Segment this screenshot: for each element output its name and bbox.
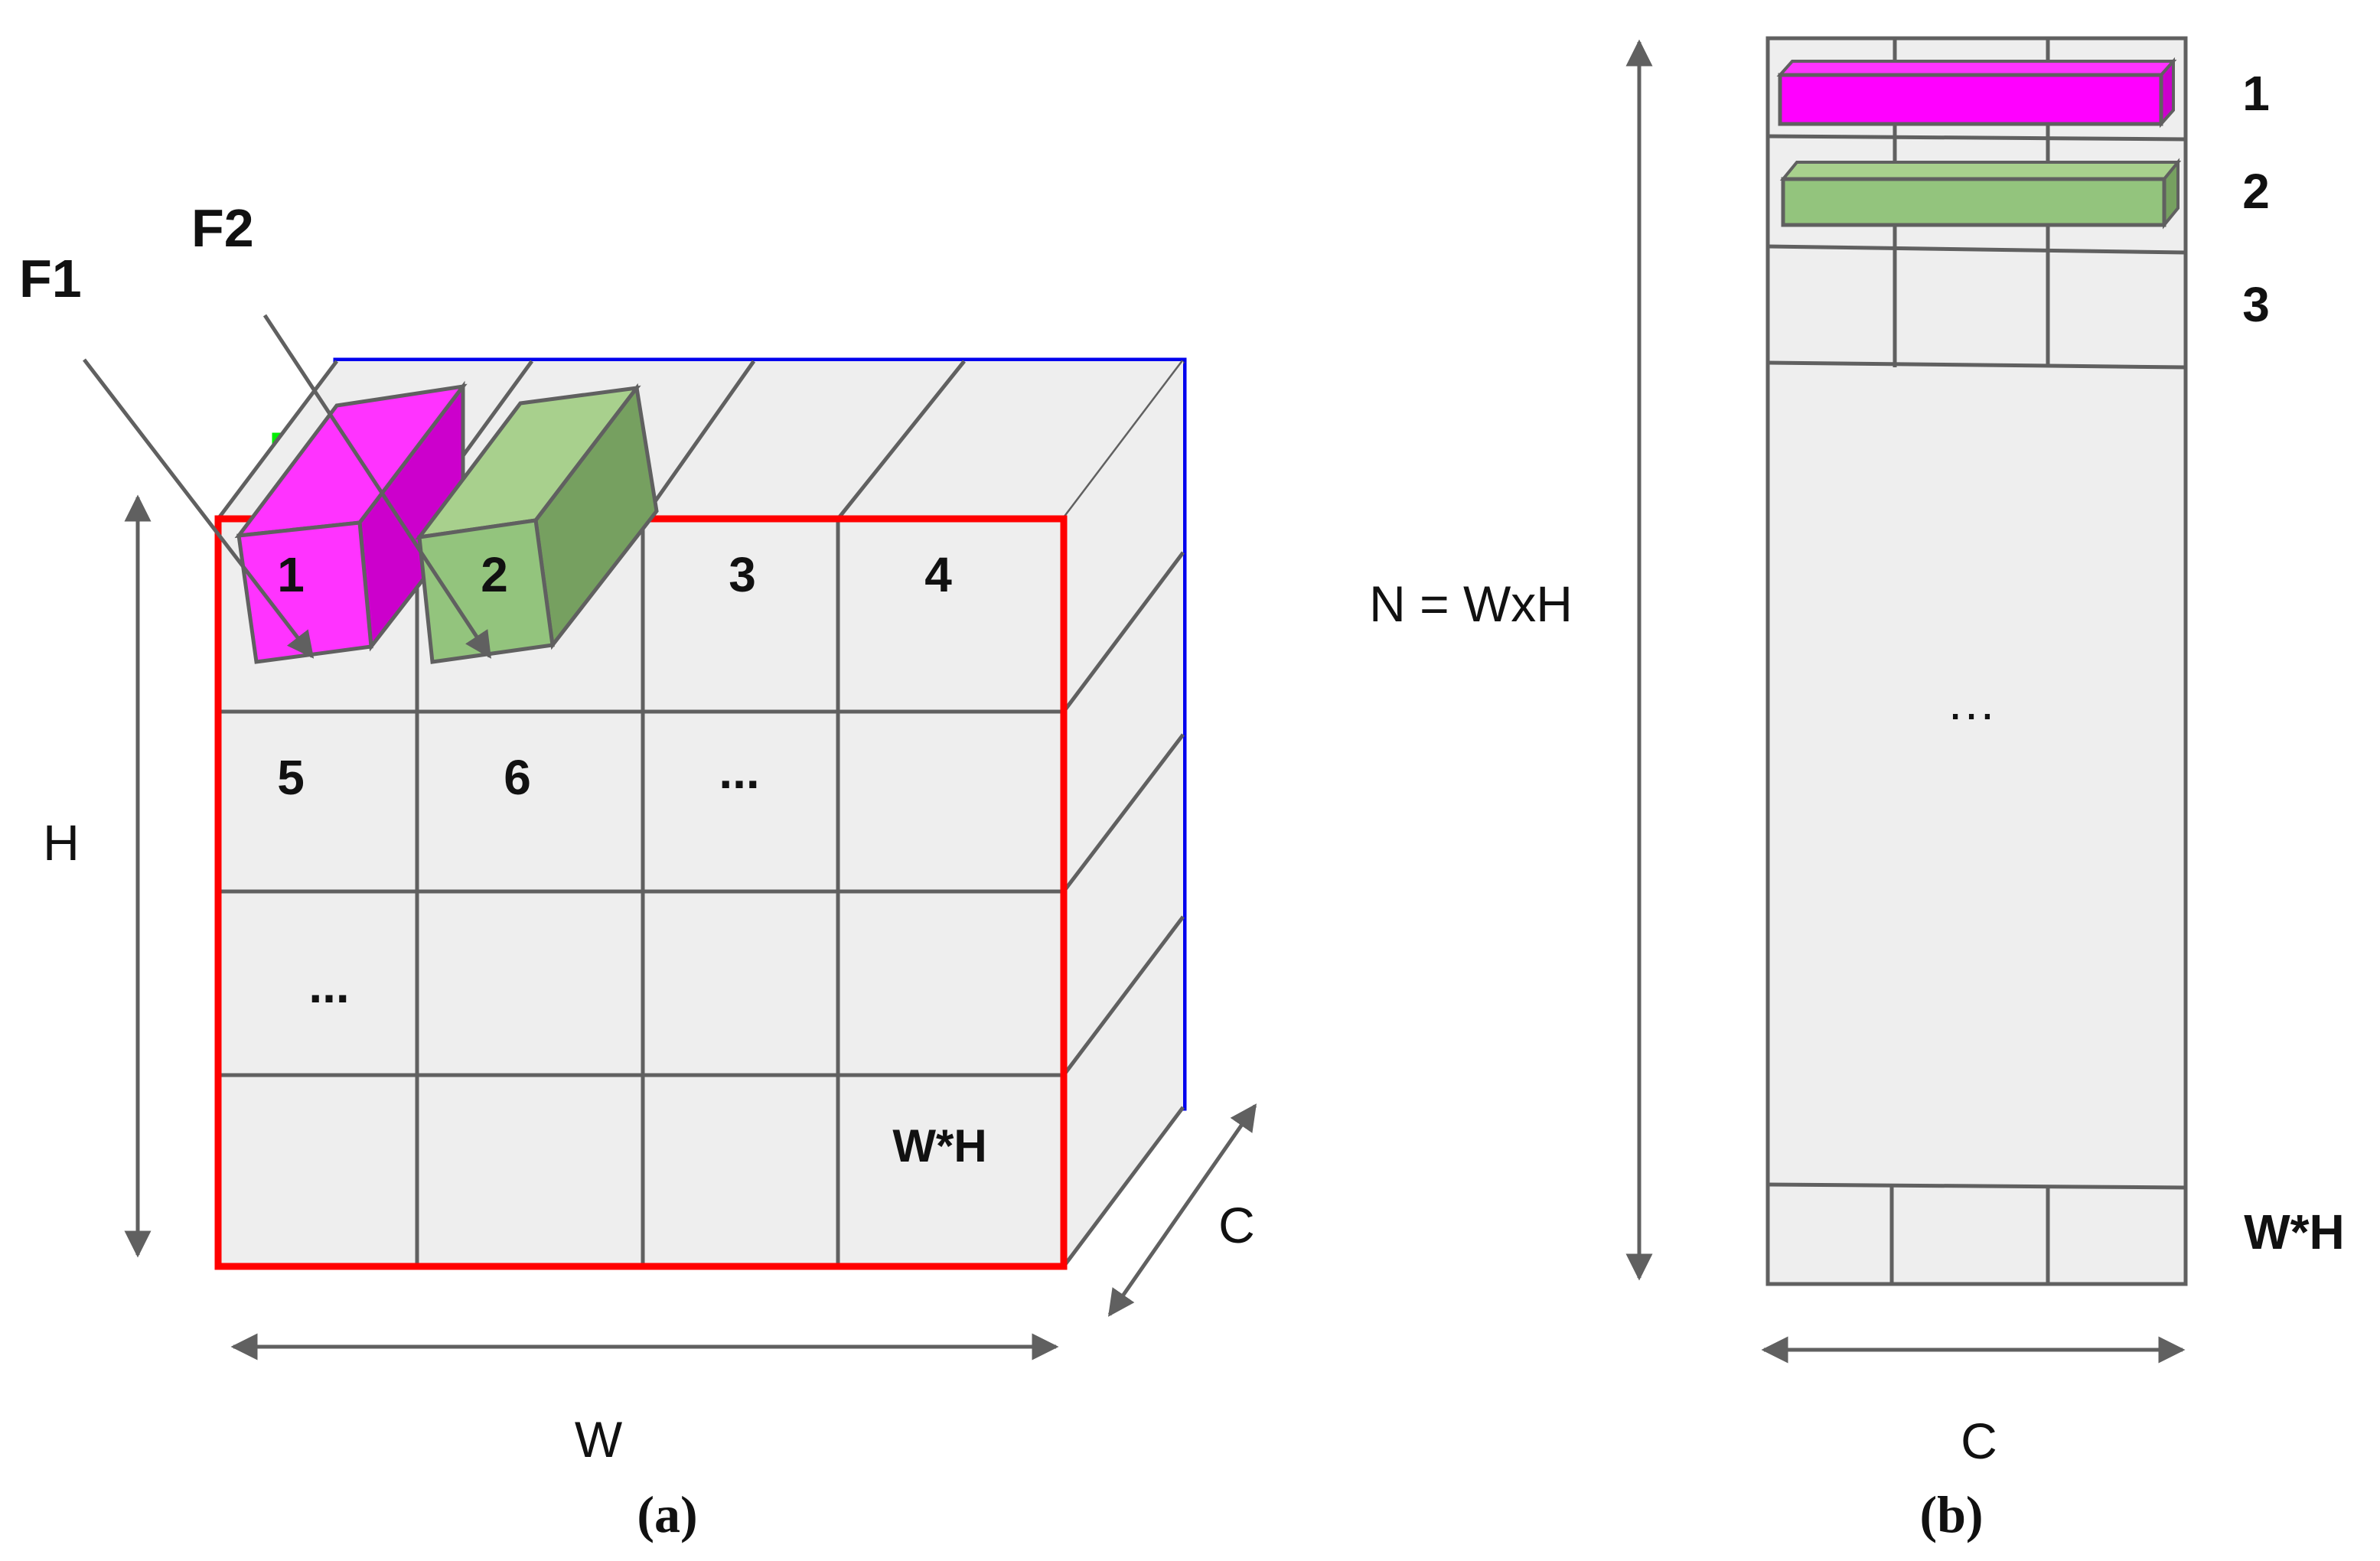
- row-bar-2: [1779, 158, 2182, 230]
- cell-labels: 1 2 3 4 5 6 ... ... W*H: [277, 547, 986, 1172]
- filter-cube-f1: [234, 380, 468, 664]
- cell-label-3: 3: [729, 547, 756, 602]
- filter-cube-f2: [415, 383, 659, 664]
- cell-label-5: 5: [277, 750, 305, 805]
- cell-label-ellipsis-row3: ...: [308, 958, 349, 1013]
- caption-b: (b): [1919, 1485, 1983, 1543]
- cell-label-1: 1: [277, 547, 305, 602]
- cube-side-face: [1062, 361, 1185, 1268]
- filter-label-f1: F1: [19, 249, 82, 308]
- cell-label-4: 4: [924, 547, 952, 602]
- row-bar-1: [1776, 57, 2177, 129]
- row-label-last: W*H: [2244, 1204, 2345, 1260]
- height-label: H: [43, 814, 80, 871]
- channel-arrow: [1107, 1103, 1257, 1317]
- f2-pointer-arrow: [262, 314, 492, 659]
- filter-label-f2: F2: [191, 198, 254, 258]
- row-label-1: 1: [2242, 66, 2270, 121]
- matrix-table: [1765, 36, 2188, 1286]
- cell-label-last: W*H: [892, 1120, 986, 1172]
- caption-a: (a): [637, 1485, 697, 1543]
- panel-b: 1 2 3 W*H … N = WxH C (b): [1369, 36, 2345, 1543]
- n-label: N = WxH: [1369, 575, 1573, 632]
- c-label: C: [1961, 1413, 1997, 1469]
- matrix-ellipsis: …: [1946, 673, 1997, 730]
- channel-label: C: [1218, 1197, 1255, 1253]
- cell-label-6: 6: [504, 750, 531, 805]
- panel-a: F1 F2 1 2 3 4 5 6 ... ... W*H H W C (a): [19, 198, 1257, 1543]
- width-label: W: [575, 1411, 623, 1468]
- row-label-3: 3: [2242, 277, 2270, 332]
- f1-pointer-arrow: [83, 358, 315, 659]
- row-label-2: 2: [2242, 164, 2270, 219]
- cell-label-2: 2: [481, 547, 508, 602]
- cell-label-ellipsis-row1: ...: [719, 744, 759, 799]
